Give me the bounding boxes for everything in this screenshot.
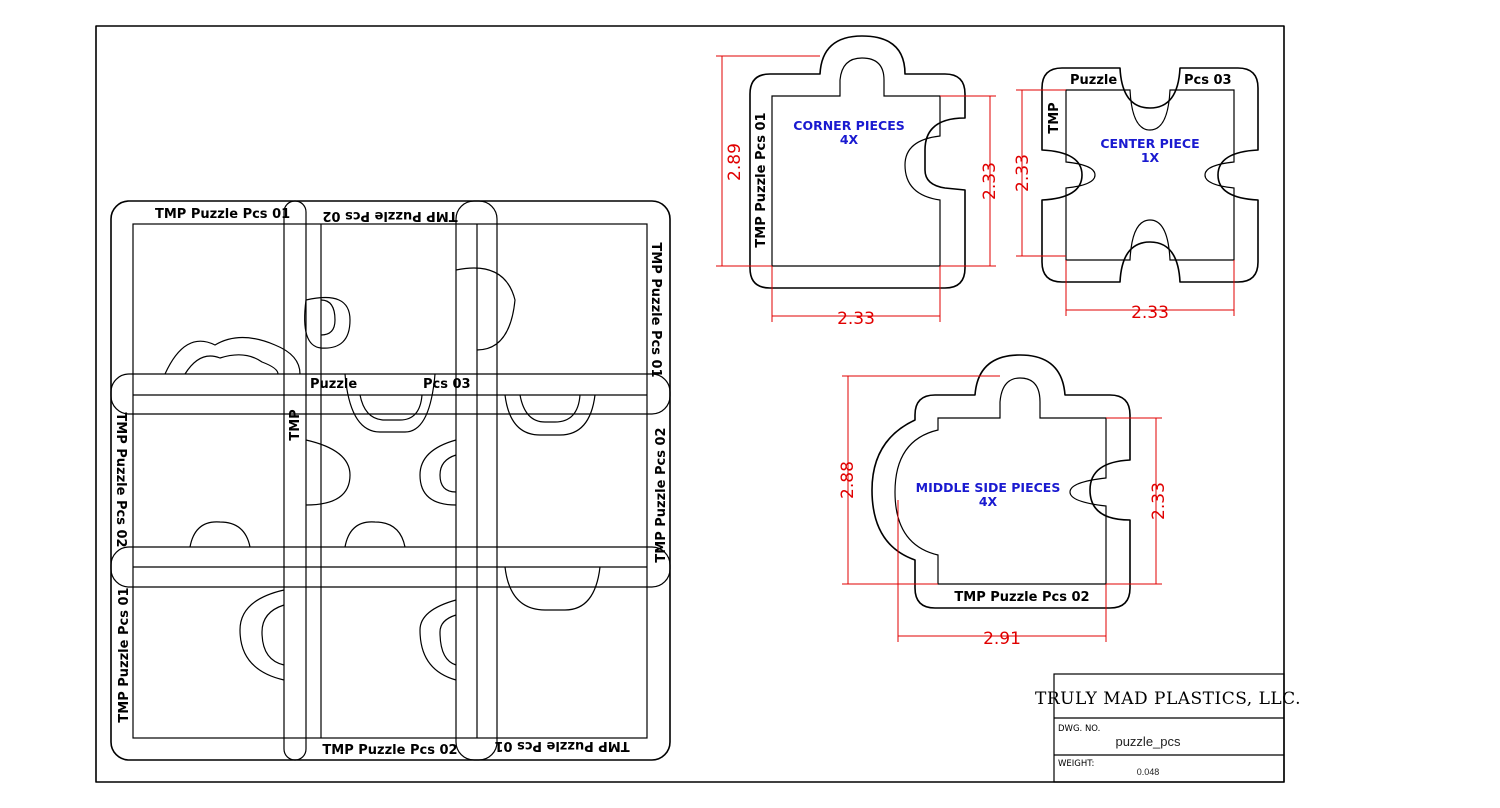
- assembly-tab-1-inner: [184, 354, 279, 375]
- middle-dim-height-left: 2.88: [838, 461, 858, 499]
- assembly-label-center-puzzle: Puzzle: [310, 377, 357, 392]
- title-block-frame: [1053, 673, 1285, 783]
- assembly-tab-9: [344, 521, 406, 548]
- title-block-weight-label: WEIGHT:: [1058, 759, 1094, 769]
- title-block: TRULY MAD PLASTICS, LLC. DWG. NO. puzzle…: [1035, 673, 1301, 783]
- center-piece-label-pcs: Pcs 03: [1184, 73, 1232, 88]
- assembly-tab-7: [455, 267, 516, 351]
- assembly-tab-10: [504, 566, 601, 611]
- middle-side-piece-bottom-label: TMP Puzzle Pcs 02: [954, 590, 1089, 605]
- assembly-tab-12: [419, 599, 457, 681]
- assembly-label-center-tmp: TMP: [288, 409, 303, 440]
- center-piece-qty: 1X: [1141, 150, 1160, 165]
- center-dim-width: 2.33: [1131, 303, 1169, 323]
- puzzle-assembly: TMP Puzzle Pcs 01 TMP Puzzle Pcs 02 TMP …: [110, 200, 671, 761]
- assembly-label-center-pcs: Pcs 03: [423, 377, 471, 392]
- center-dim-height: 2.33: [1013, 154, 1033, 192]
- assembly-tab-11: [239, 589, 285, 681]
- corner-dim-height-right: 2.33: [980, 162, 1000, 200]
- center-piece-view: Puzzle Pcs 03 TMP CENTER PIECE 1X 2.33 2…: [1013, 67, 1259, 323]
- assembly-label-top-mid: TMP Puzzle Pcs 02: [322, 208, 457, 223]
- assembly-label-top-left: TMP Puzzle Pcs 01: [155, 207, 290, 222]
- assembly-outer-frame: [110, 200, 671, 761]
- corner-piece-side-label: TMP Puzzle Pcs 01: [754, 112, 769, 247]
- title-block-dwg-no-label: DWG. NO.: [1058, 724, 1100, 734]
- middle-dim-height-right: 2.33: [1149, 482, 1169, 520]
- assembly-tab-2: [344, 373, 436, 433]
- center-piece-label-tmp: TMP: [1047, 102, 1062, 133]
- drawing-border: [95, 25, 1285, 783]
- assembly-label-right-mid: TMP Puzzle Pcs 02: [654, 427, 669, 562]
- assembly-tab-11-inner: [261, 604, 285, 666]
- corner-piece-inner-outline: [771, 57, 941, 267]
- assembly-tab-4: [304, 296, 351, 349]
- assembly-tab-5-inner: [439, 454, 457, 493]
- assembly-strip-vertical-right: [455, 200, 498, 761]
- assembly-inner-frame: [132, 223, 648, 739]
- assembly-label-bottom-mid: TMP Puzzle Pcs 02: [322, 743, 457, 758]
- middle-side-piece-view: MIDDLE SIDE PIECES 4X TMP Puzzle Pcs 02 …: [838, 354, 1169, 649]
- corner-piece-qty: 4X: [840, 132, 859, 147]
- assembly-tab-3-inner: [519, 394, 581, 423]
- corner-piece-view: TMP Puzzle Pcs 01 CORNER PIECES 4X 2.89 …: [716, 35, 1000, 329]
- assembly-tab-4-inner: [320, 299, 336, 336]
- middle-side-piece-outer-outline: [871, 354, 1131, 609]
- corner-dim-width: 2.33: [837, 309, 875, 329]
- assembly-tab-8: [189, 521, 251, 548]
- assembly-label-bottom-left: TMP Puzzle Pcs 01: [117, 587, 132, 722]
- assembly-label-bottom-right: TMP Puzzle Pcs 01: [494, 738, 629, 753]
- center-piece-title: CENTER PIECE: [1100, 136, 1199, 151]
- center-piece-outer-outline: [1041, 67, 1259, 283]
- title-block-weight-value: 0.048: [1137, 767, 1160, 777]
- assembly-label-top-right: TMP Puzzle Pcs 01: [648, 242, 663, 377]
- assembly-strip-vertical-left: [283, 200, 307, 761]
- title-block-dwg-no-value: puzzle_pcs: [1115, 734, 1181, 749]
- center-piece-label-puzzle: Puzzle: [1070, 73, 1117, 88]
- assembly-tab-6: [305, 439, 351, 506]
- corner-piece-outer-outline: [749, 35, 966, 289]
- middle-side-piece-title: MIDDLE SIDE PIECES: [916, 480, 1061, 495]
- corner-dim-height-left: 2.89: [725, 143, 745, 181]
- assembly-label-left-mid: TMP Puzzle Pcs 02: [113, 412, 128, 547]
- middle-side-piece-qty: 4X: [979, 494, 998, 509]
- corner-piece-title: CORNER PIECES: [793, 118, 904, 133]
- assembly-strip-horizontal-top: [110, 373, 671, 415]
- assembly-tab-1: [164, 336, 301, 375]
- assembly-tab-3: [504, 394, 596, 436]
- assembly-tab-5: [419, 439, 457, 506]
- middle-dim-width: 2.91: [983, 629, 1021, 649]
- assembly-tab-12-inner: [439, 614, 457, 666]
- title-block-company: TRULY MAD PLASTICS, LLC.: [1035, 689, 1301, 709]
- assembly-strip-horizontal-bottom: [110, 546, 671, 588]
- assembly-tab-2-inner: [359, 394, 423, 421]
- center-piece-inner-outline: [1065, 89, 1235, 261]
- middle-side-piece-inner-outline: [894, 377, 1107, 585]
